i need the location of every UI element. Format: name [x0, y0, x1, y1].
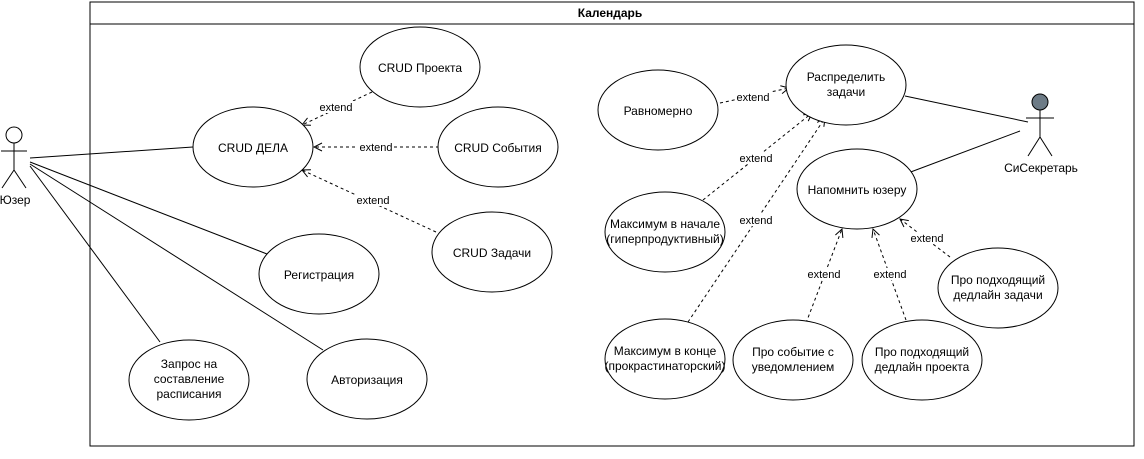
use-case-distribute-tasks-line-1: Распределить	[807, 70, 886, 84]
use-case-registration-label: Регистрация	[284, 268, 354, 282]
actor-user-label: Юзер	[0, 193, 31, 207]
use-case-max-end-line-2: (прокрастинаторский)	[604, 359, 725, 373]
extend-label-max-start: extend	[739, 153, 772, 165]
use-case-authorization[interactable]: Авторизация	[306, 338, 428, 420]
use-case-max-start-line-1: Максимум в начале	[610, 217, 720, 231]
use-case-crud-project[interactable]: CRUD Проекта	[359, 26, 481, 108]
secretary-associations	[904, 95, 1029, 174]
use-case-crud-deal-label: CRUD ДЕЛА	[218, 141, 288, 155]
use-case-event-notification-line-2: уведомлением	[752, 360, 835, 374]
system-title: Календарь	[578, 6, 643, 20]
actor-secretary-head	[1031, 93, 1049, 111]
extend-label-events: extend	[359, 142, 392, 154]
use-case-max-end[interactable]: Максимум в конце (прокрастинаторский)	[604, 318, 726, 400]
user-associations	[29, 146, 324, 351]
use-case-crud-tasks-label: CRUD Задачи	[453, 246, 531, 260]
use-case-schedule-request[interactable]: Запрос на составление расписания	[128, 339, 250, 421]
use-case-schedule-request-line-3: расписания	[156, 387, 221, 401]
use-case-crud-events-label: CRUD События	[454, 141, 542, 155]
use-case-distribute-tasks-line-2: задачи	[827, 85, 866, 99]
use-case-distribute-tasks[interactable]: Распределить задачи	[785, 44, 907, 126]
actor-user-head	[5, 126, 23, 144]
actor-user[interactable]: Юзер	[0, 126, 31, 207]
actor-secretary[interactable]: СиСекретарь	[1004, 93, 1078, 175]
extend-label-evenly: extend	[736, 92, 769, 104]
use-case-max-end-line-1: Максимум в конце	[614, 344, 717, 358]
use-case-schedule-request-line-2: составление	[154, 372, 225, 386]
extend-label-project-deadline: extend	[873, 269, 906, 281]
extend-label-project: extend	[319, 102, 352, 114]
use-case-max-start[interactable]: Максимум в начале (гиперпродуктивный)	[604, 191, 726, 273]
use-case-project-deadline[interactable]: Про подходящий дедлайн проекта	[861, 319, 983, 401]
use-case-task-deadline-line-1: Про подходящий	[951, 273, 1045, 287]
use-case-crud-tasks[interactable]: CRUD Задачи	[431, 211, 553, 293]
extend-label-task-deadline: extend	[910, 233, 943, 245]
extend-relations-left: extend extend extend	[302, 91, 439, 233]
extend-relations-right: extend extend extend extend extend exten…	[687, 88, 951, 324]
use-case-registration[interactable]: Регистрация	[258, 233, 380, 315]
extend-label-event-notification: extend	[807, 269, 840, 281]
use-case-event-notification-line-1: Про событие с	[752, 345, 834, 359]
use-case-schedule-request-line-1: Запрос на	[161, 357, 218, 371]
use-case-max-start-line-2: (гиперпродуктивный)	[606, 232, 723, 246]
use-case-evenly-label: Равномерно	[624, 104, 693, 118]
system-boundary: Календарь	[89, 1, 1135, 447]
use-case-authorization-label: Авторизация	[331, 373, 403, 387]
use-case-event-notification[interactable]: Про событие с уведомлением	[732, 319, 854, 401]
actor-secretary-label: СиСекретарь	[1004, 161, 1078, 175]
use-case-crud-events[interactable]: CRUD События	[437, 106, 559, 188]
use-case-crud-deal[interactable]: CRUD ДЕЛА	[192, 106, 314, 188]
use-case-remind-user[interactable]: Напомнить юзеру	[796, 148, 918, 230]
extend-label-max-end: extend	[739, 215, 772, 227]
use-case-evenly[interactable]: Равномерно	[597, 69, 719, 151]
use-case-project-deadline-line-1: Про подходящий	[875, 345, 969, 359]
use-case-crud-project-label: CRUD Проекта	[378, 61, 462, 75]
use-case-task-deadline[interactable]: Про подходящий дедлайн задачи	[937, 247, 1059, 329]
use-case-remind-user-label: Напомнить юзеру	[808, 183, 907, 197]
extend-label-tasks: extend	[356, 195, 389, 207]
use-case-project-deadline-line-2: дедлайн проекта	[875, 360, 970, 374]
use-case-task-deadline-line-2: дедлайн задачи	[953, 288, 1042, 302]
